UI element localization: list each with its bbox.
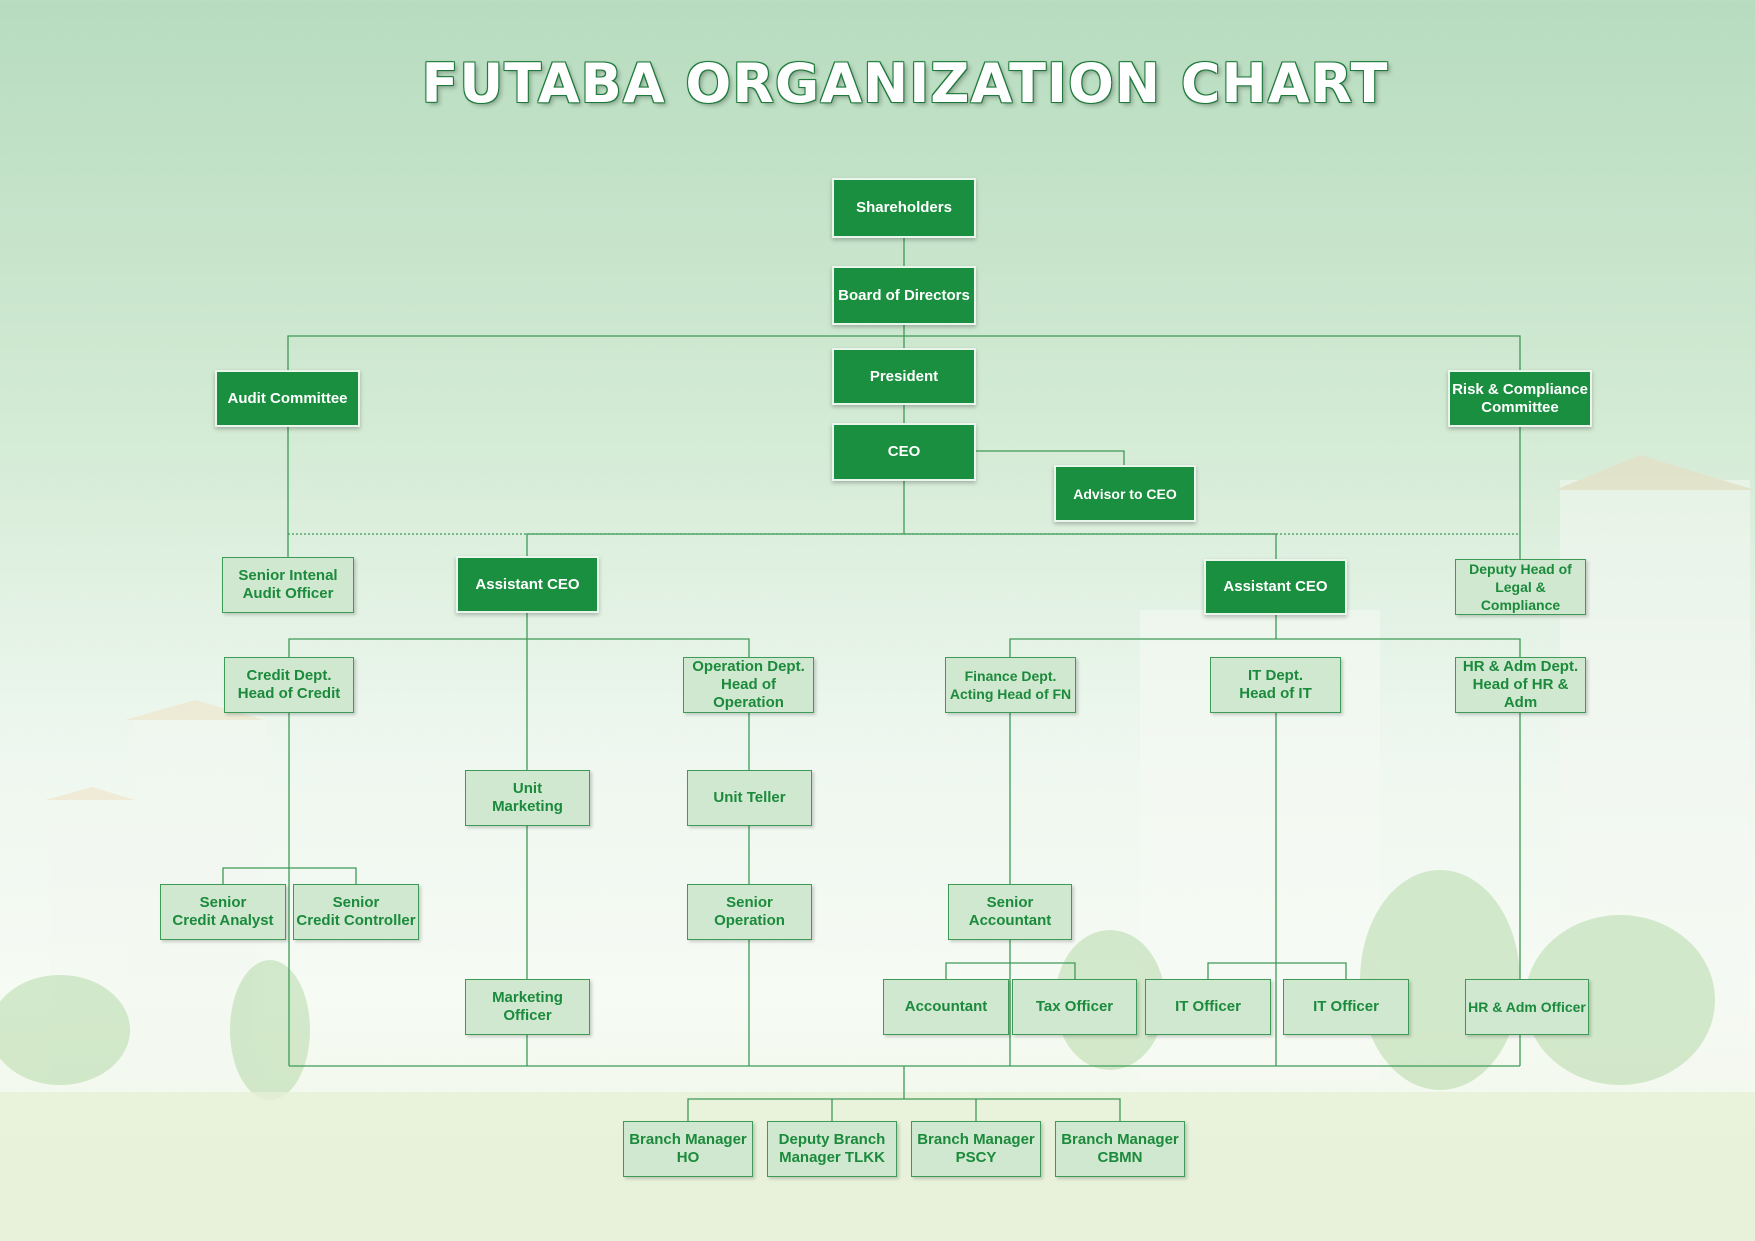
node-audit-committee: Audit Committee: [215, 370, 360, 427]
tree-shape: [230, 960, 310, 1100]
node-unit-teller: Unit Teller: [687, 770, 812, 826]
connector-line: [287, 335, 1521, 370]
node-senior-audit-officer: Senior Intenal Audit Officer: [222, 557, 354, 613]
node-unit-marketing: Unit Marketing: [465, 770, 590, 826]
connector-line: [687, 1098, 1121, 1121]
node-branch-manager-cbmn: Branch Manager CBMN: [1055, 1121, 1185, 1177]
node-shareholders: Shareholders: [832, 178, 976, 238]
node-senior-credit-analyst: Senior Credit Analyst: [160, 884, 286, 940]
node-hr-adm-officer: HR & Adm Officer: [1465, 979, 1589, 1035]
node-deputy-head-legal: Deputy Head of Legal & Compliance: [1455, 559, 1586, 615]
building-shape: [1560, 480, 1750, 1080]
connector-line: [1009, 638, 1521, 657]
node-branch-manager-pscy: Branch Manager PSCY: [911, 1121, 1041, 1177]
node-accountant: Accountant: [883, 979, 1009, 1035]
node-it-officer-2: IT Officer: [1283, 979, 1409, 1035]
node-assistant-ceo-right: Assistant CEO: [1204, 559, 1347, 615]
node-branch-manager-ho: Branch Manager HO: [623, 1121, 753, 1177]
node-hr-adm-dept: HR & Adm Dept. Head of HR & Adm: [1455, 657, 1586, 713]
node-operation-dept: Operation Dept. Head of Operation: [683, 657, 814, 713]
connector-line: [288, 638, 750, 657]
node-ceo: CEO: [832, 423, 976, 481]
node-senior-accountant: Senior Accountant: [948, 884, 1072, 940]
tree-shape: [1525, 915, 1715, 1085]
node-senior-operation: Senior Operation: [687, 884, 812, 940]
connector-line: [1207, 962, 1347, 979]
node-marketing-officer: Marketing Officer: [465, 979, 590, 1035]
page-title: FUTABA ORGANIZATION CHART: [421, 52, 1389, 115]
building-roof: [1555, 455, 1755, 490]
node-it-officer-1: IT Officer: [1145, 979, 1271, 1035]
building-roof: [45, 787, 135, 800]
node-risk-compliance-committee: Risk & Compliance Committee: [1448, 370, 1592, 427]
node-president: President: [832, 348, 976, 405]
connector-line: [222, 867, 357, 884]
tree-shape: [0, 975, 130, 1085]
node-tax-officer: Tax Officer: [1012, 979, 1137, 1035]
node-deputy-branch-manager-tlkk: Deputy Branch Manager TLKK: [767, 1121, 897, 1177]
connector-line: [526, 533, 1277, 559]
node-advisor-to-ceo: Advisor to CEO: [1054, 465, 1196, 522]
node-board-of-directors: Board of Directors: [832, 266, 976, 325]
node-it-dept: IT Dept. Head of IT: [1210, 657, 1341, 713]
connector-line: [945, 962, 1076, 979]
tree-shape: [1360, 870, 1520, 1090]
node-finance-dept: Finance Dept. Acting Head of FN: [945, 657, 1076, 713]
connector-line: [974, 450, 1125, 465]
building-shape: [50, 795, 135, 1075]
node-assistant-ceo-left: Assistant CEO: [456, 556, 599, 613]
building-roof: [125, 700, 265, 720]
node-credit-dept: Credit Dept. Head of Credit: [224, 657, 354, 713]
node-senior-credit-controller: Senior Credit Controller: [293, 884, 419, 940]
